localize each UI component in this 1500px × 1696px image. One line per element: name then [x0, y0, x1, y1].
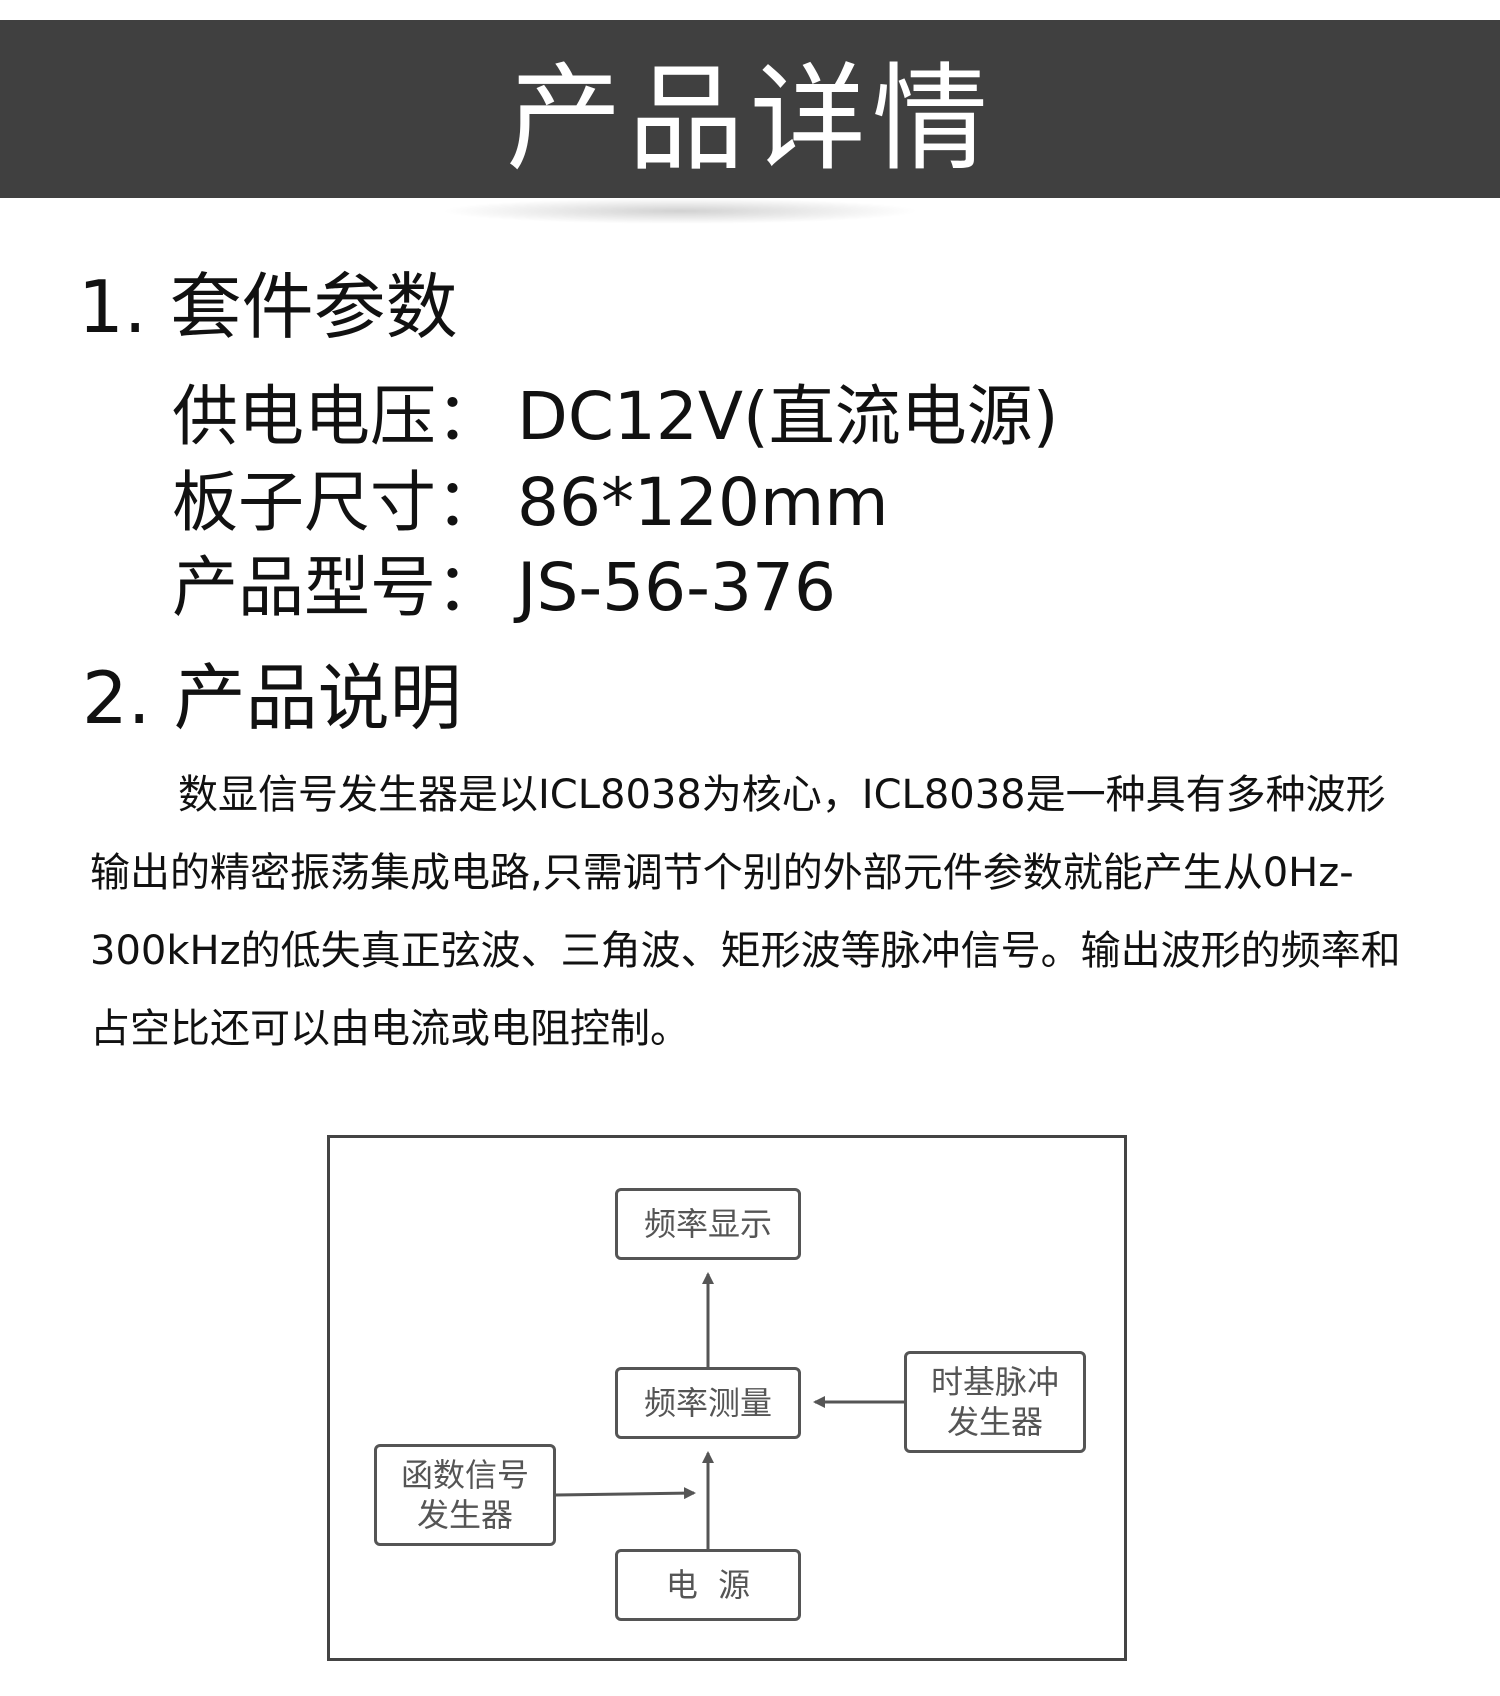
section-heading-kit-params: 1. 套件参数: [78, 262, 458, 352]
param-value: JS-56-376: [517, 549, 836, 626]
param-row-voltage: 供电电压：DC12V(直流电源): [172, 375, 1059, 459]
block-label: 频率测量: [643, 1384, 772, 1422]
block-label-line1: 时基脉冲: [930, 1363, 1059, 1401]
section-number: 2.: [82, 656, 151, 740]
block-label-line2: 发生器: [416, 1496, 513, 1534]
header-banner: 产品详情: [0, 20, 1500, 198]
block-label: 频率显示: [643, 1205, 772, 1243]
section-number: 1.: [78, 265, 147, 349]
param-key: 产品型号：: [172, 549, 502, 626]
function-signal-generator-block: 函数信号 发生器: [374, 1444, 556, 1546]
block-label: 电 源: [665, 1566, 751, 1604]
frequency-measure-block: 频率测量: [615, 1367, 801, 1439]
param-value: 86*120mm: [517, 464, 889, 541]
param-row-board-size: 板子尺寸：86*120mm: [172, 461, 889, 545]
timebase-pulse-generator-block: 时基脉冲 发生器: [904, 1351, 1086, 1453]
section-heading-description: 2. 产品说明: [82, 653, 462, 743]
page-title: 产品详情: [506, 52, 994, 187]
product-description: 数显信号发生器是以ICL8038为核心，ICL8038是一种具有多种波形输出的精…: [90, 772, 1401, 1052]
frequency-display-block: 频率显示: [615, 1188, 801, 1260]
param-row-model: 产品型号：JS-56-376: [172, 546, 836, 630]
block-diagram: 频率显示 频率测量 时基脉冲 发生器 函数信号 发生器 电 源: [327, 1135, 1127, 1661]
param-key: 供电电压：: [172, 378, 502, 455]
power-supply-block: 电 源: [615, 1549, 801, 1621]
section-title: 产品说明: [173, 656, 462, 740]
diagram-arrows: [555, 1272, 904, 1549]
arrow-function-to-center: [555, 1487, 696, 1500]
block-label-line2: 发生器: [946, 1403, 1043, 1441]
param-key: 板子尺寸：: [172, 464, 502, 541]
block-label-line1: 函数信号: [400, 1456, 529, 1494]
section-title: 套件参数: [169, 265, 458, 349]
param-value: DC12V(直流电源): [517, 378, 1059, 455]
banner-shadow: [440, 198, 920, 224]
